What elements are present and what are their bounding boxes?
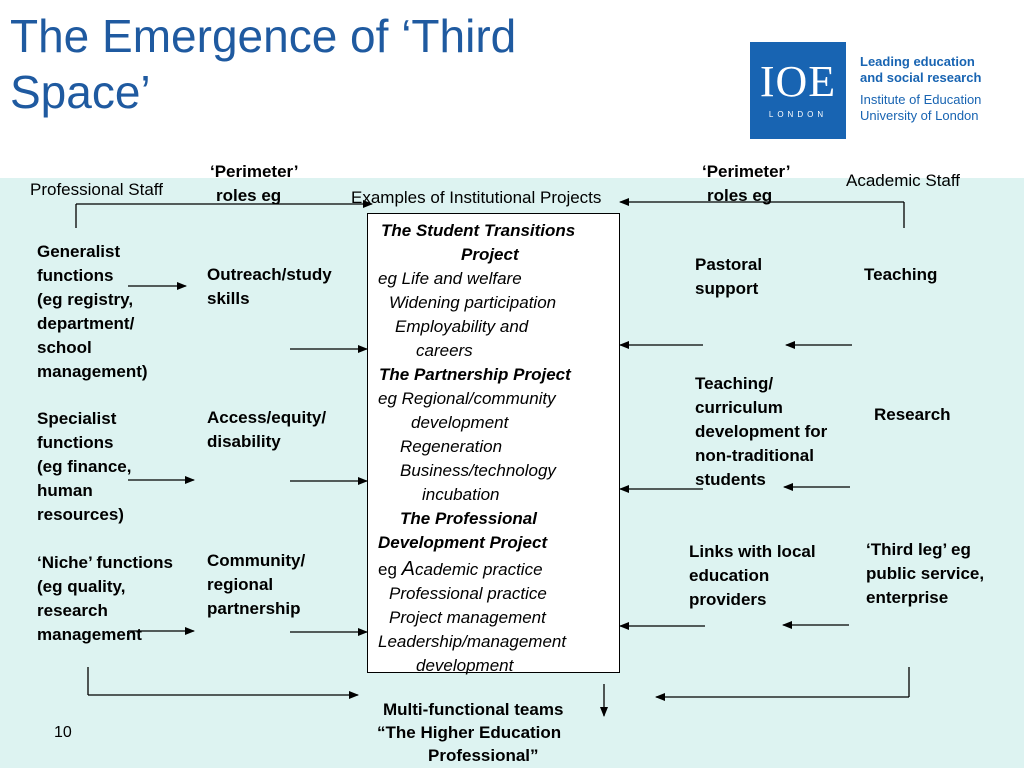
- mid-right-text: support: [695, 279, 759, 298]
- left-text: (eg registry,: [37, 290, 134, 309]
- left-text: ‘Niche’ functions: [37, 553, 174, 572]
- project-line: Widening participation: [389, 293, 557, 312]
- project-line: Employability and: [395, 317, 529, 336]
- projects-box: [367, 213, 620, 673]
- mid-left-text: skills: [207, 289, 250, 308]
- mid-left-text: regional: [207, 575, 274, 594]
- right-text: Research: [874, 405, 951, 424]
- mid-left-text: Outreach/study: [207, 265, 332, 284]
- mid-right-text: providers: [689, 590, 767, 609]
- bottom-label: Multi-functional teams: [383, 700, 564, 719]
- right-text: public service,: [866, 564, 985, 583]
- left-text: functions: [37, 433, 114, 452]
- left-text: human: [37, 481, 93, 500]
- project-line: Regeneration: [400, 437, 503, 456]
- project-line: development: [411, 413, 509, 432]
- project-line: development: [416, 656, 514, 675]
- project-line: careers: [416, 341, 473, 360]
- project-line: incubation: [422, 485, 500, 504]
- left-text: management: [37, 625, 142, 644]
- professional-staff-label: Professional Staff: [30, 180, 163, 199]
- project-line: Professional practice: [389, 584, 547, 603]
- large-initial: A: [401, 558, 415, 580]
- page-number: 10: [54, 724, 72, 741]
- bottom-label: “The Higher Education: [377, 723, 562, 742]
- logo-city: LONDON: [768, 110, 828, 119]
- logo-tagline-1: Leading education: [860, 54, 975, 69]
- mid-left-text: disability: [207, 432, 281, 451]
- mid-right-text: Pastoral: [695, 255, 763, 274]
- mid-left-text: partnership: [207, 599, 301, 618]
- perimeter-right-label: ‘Perimeter’: [702, 162, 791, 181]
- left-text: Specialist: [37, 409, 117, 428]
- logo-tagline-2: and social research: [860, 70, 982, 85]
- mid-left-text: Access/equity/: [207, 408, 327, 427]
- mid-right-text: students: [695, 470, 766, 489]
- left-text: resources): [37, 505, 124, 524]
- left-text: management): [37, 362, 148, 381]
- academic-practice: cademic practice: [414, 560, 543, 579]
- logo-institution: Institute of Education University of Lon…: [860, 92, 1000, 124]
- left-text: research: [37, 601, 108, 620]
- project-title: Project: [461, 245, 519, 264]
- project-line: eg Academic practice: [378, 557, 543, 582]
- perimeter-left-label: ‘Perimeter’: [210, 162, 299, 181]
- mid-right-text: development for: [695, 422, 828, 441]
- mid-right-text: Teaching/: [695, 374, 774, 393]
- title-line-2: Space’: [10, 66, 151, 118]
- mid-right-text: education: [689, 566, 770, 585]
- right-text: ‘Third leg’ eg: [866, 540, 971, 559]
- ioe-logo: IOE LONDON Leading education and social …: [750, 42, 990, 139]
- left-text: (eg finance,: [37, 457, 132, 476]
- logo-tagline: Leading education and social research: [860, 54, 1000, 86]
- mid-right-text: Links with local: [689, 542, 816, 561]
- left-text: (eg quality,: [37, 577, 126, 596]
- project-title: Development Project: [378, 533, 548, 552]
- left-text: school: [37, 338, 92, 357]
- logo-box: IOE LONDON: [750, 42, 846, 139]
- perimeter-left-roles: roles eg: [216, 186, 282, 205]
- academic-staff-label: Academic Staff: [846, 171, 961, 190]
- project-title: The Partnership Project: [379, 365, 571, 384]
- right-text: Teaching: [864, 265, 938, 284]
- project-line: eg Regional/community: [378, 389, 556, 408]
- slide-title: The Emergence of ‘Third Space’: [10, 8, 730, 120]
- left-text: department/: [37, 314, 135, 333]
- project-line: eg Life and welfare: [378, 269, 522, 288]
- perimeter-right-roles: roles eg: [707, 186, 773, 205]
- title-line-1: The Emergence of ‘Third: [10, 10, 517, 62]
- eg-prefix: eg: [378, 560, 402, 579]
- project-line: Business/technology: [400, 461, 556, 480]
- mid-left-text: Community/: [207, 551, 306, 570]
- logo-mark: IOE: [759, 57, 837, 106]
- logo-inst-1: Institute of Education: [860, 92, 982, 107]
- right-text: enterprise: [866, 588, 949, 607]
- mid-right-text: non-traditional: [695, 446, 814, 465]
- left-text: Generalist: [37, 242, 121, 261]
- examples-header: Examples of Institutional Projects: [351, 188, 602, 207]
- left-text: functions: [37, 266, 114, 285]
- project-title: The Student Transitions: [381, 221, 576, 240]
- project-line: Leadership/management: [378, 632, 567, 651]
- mid-right-text: curriculum: [695, 398, 783, 417]
- project-title: The Professional: [400, 509, 537, 528]
- project-line: Project management: [389, 608, 546, 627]
- bottom-label: Professional”: [428, 746, 539, 765]
- logo-inst-2: University of London: [860, 108, 979, 123]
